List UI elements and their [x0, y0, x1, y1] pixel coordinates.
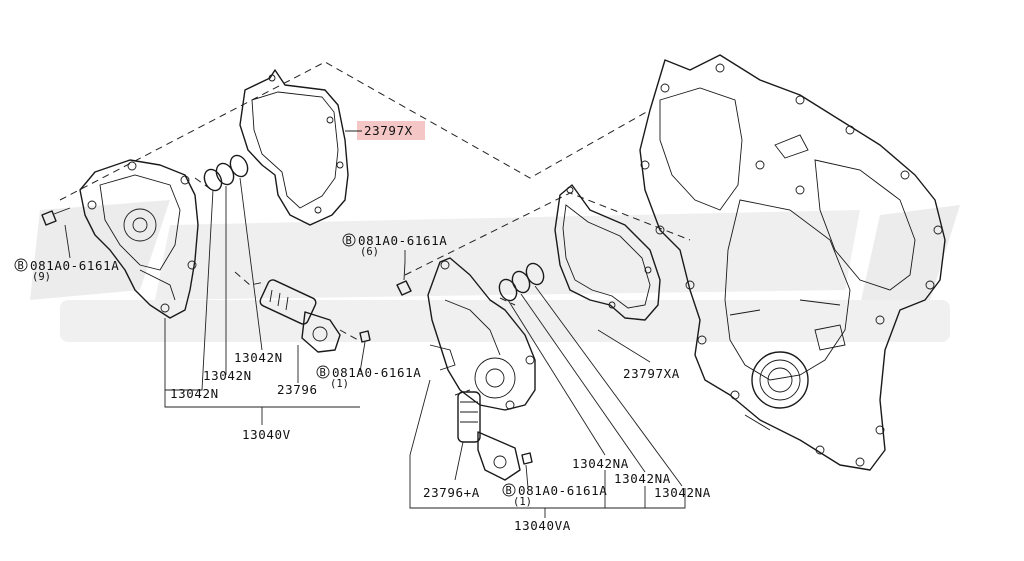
callout-23797X: 23797X: [364, 123, 413, 138]
bolt-left: [41, 207, 71, 226]
o-rings-left: [203, 154, 249, 192]
callout-bolt-d: B 081A0-6161A (1): [502, 483, 607, 508]
gasket-23797XA: [554, 184, 661, 321]
callout-13042N-b: 13042N: [203, 368, 252, 383]
bolt-a-qty: (9): [32, 271, 51, 283]
bolt-d-prefix: B: [506, 485, 512, 497]
bolt-c-prefix: B: [320, 367, 326, 379]
callout-13042N-c: 13042N: [170, 386, 219, 401]
watermark-logo: [30, 200, 960, 342]
vtc-cover-right: [427, 257, 536, 411]
bolt-c-qty: (1): [330, 378, 349, 390]
bolt-b-prefix: B: [346, 235, 352, 247]
bolt-d-qty: (1): [513, 496, 532, 508]
o-rings-right: [498, 262, 545, 302]
front-timing-chain-case: [639, 54, 946, 471]
callout-labels: 23797X 23797XA B 081A0-6161A (9) B 081A0…: [14, 123, 711, 533]
vtc-cover-left: [79, 159, 199, 319]
bolt-a-number: 081A0-6161A: [30, 258, 119, 273]
bolt-right: [396, 261, 412, 296]
leader-lines: [64, 130, 686, 518]
callout-bolt-a: B 081A0-6161A (9): [14, 258, 119, 283]
callout-23796A: 23796+A: [423, 485, 480, 500]
callout-13042NA-c: 13042NA: [654, 485, 711, 500]
callout-23796: 23796: [277, 382, 318, 397]
gasket-23797X: [239, 69, 349, 226]
bolt-b-number: 081A0-6161A: [358, 233, 447, 248]
solenoid-valve-right: [457, 391, 521, 481]
bolt-a-prefix: B: [18, 260, 24, 272]
callout-13042NA-b: 13042NA: [614, 471, 671, 486]
bolt-c-number: 081A0-6161A: [332, 365, 421, 380]
bolt-solenoid-right: [521, 452, 533, 465]
callout-23797XA: 23797XA: [623, 366, 680, 381]
bolt-d-number: 081A0-6161A: [518, 483, 607, 498]
callout-13042N-a: 13042N: [234, 350, 283, 365]
bolt-solenoid-left: [359, 330, 371, 343]
callout-highlight: [357, 121, 425, 140]
callout-bolt-b: B 081A0-6161A (6): [342, 233, 447, 258]
callout-13040V: 13040V: [242, 427, 291, 442]
callout-13040VA: 13040VA: [514, 518, 571, 533]
callout-13042NA-a: 13042NA: [572, 456, 629, 471]
callout-bolt-c: B 081A0-6161A (1): [316, 365, 421, 390]
solenoid-valve-left: [259, 279, 341, 353]
bolt-b-qty: (6): [360, 246, 379, 258]
